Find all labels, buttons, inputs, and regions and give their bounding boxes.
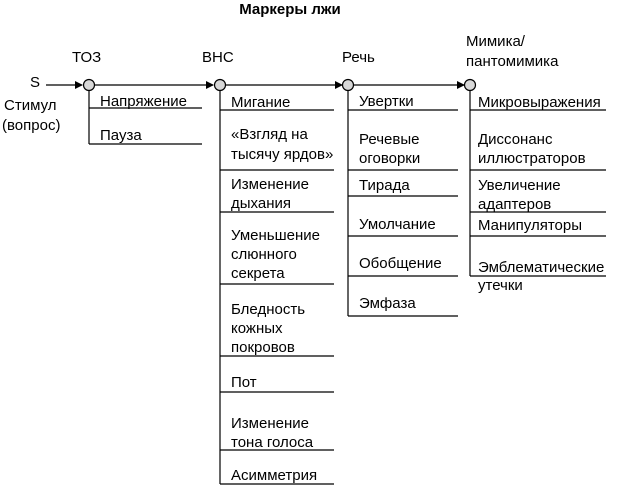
item-mimicry-illustrators-line1: Диссонанс xyxy=(478,131,553,148)
item-vns-breathing-line2: дыхания xyxy=(231,195,291,212)
item-vns-asymmetry: Асимметрия xyxy=(231,467,317,484)
stimulus-label-line1: Стимул xyxy=(4,97,57,114)
item-mimicry-adaptors-line1: Увеличение xyxy=(478,177,561,194)
item-vns-pallor-line3: покровов xyxy=(231,339,295,356)
item-vns-pallor-line2: кожных xyxy=(231,320,283,337)
column-header-mimicry-line1: Мимика/ xyxy=(466,33,526,50)
item-vns-saliva-line2: слюнного xyxy=(231,246,297,263)
column-header-mimicry-line2: пантомимика xyxy=(466,53,559,70)
item-vns-breathing-line1: Изменение xyxy=(231,176,309,193)
item-mimicry-illustrators-line2: иллюстраторов xyxy=(478,150,586,167)
item-vns-blinking: Мигание xyxy=(231,94,290,111)
item-speech-generalization: Обобщение xyxy=(359,255,442,272)
item-speech-slips-line1: Речевые xyxy=(359,131,419,148)
item-toz-tension: Напряжение xyxy=(100,93,187,110)
stimulus-symbol: S xyxy=(30,74,40,91)
item-speech-slips-line2: оговорки xyxy=(359,150,420,167)
node-speech xyxy=(341,78,355,92)
item-speech-evasions: Увертки xyxy=(359,93,414,110)
item-mimicry-microexpressions: Микровыражения xyxy=(478,94,601,111)
column-header-vns: ВНС xyxy=(202,49,234,66)
node-mimicry xyxy=(463,78,477,92)
stimulus-label-line2: (вопрос) xyxy=(2,117,60,134)
node-toz xyxy=(82,78,96,92)
item-vns-sweat: Пот xyxy=(231,374,257,391)
node-vns xyxy=(213,78,227,92)
item-vns-thousand-yard-stare-line2: тысячу ярдов» xyxy=(231,146,333,163)
column-header-speech: Речь xyxy=(342,49,375,66)
item-vns-thousand-yard-stare-line1: «Взгляд на xyxy=(231,126,308,143)
item-speech-emphasis: Эмфаза xyxy=(359,295,416,312)
item-speech-omission: Умолчание xyxy=(359,216,436,233)
item-mimicry-adaptors-line2: адаптеров xyxy=(478,196,551,213)
column-toz: ТОЗ Напряжение Пауза xyxy=(72,49,202,145)
column-header-toz: ТОЗ xyxy=(72,49,101,66)
item-speech-tirade: Тирада xyxy=(359,177,410,194)
item-vns-saliva-line1: Уменьшение xyxy=(231,227,320,244)
item-vns-saliva-line3: секрета xyxy=(231,265,285,282)
column-speech: Речь Увертки Речевые оговорки Тирада Умо… xyxy=(341,49,458,317)
diagram-title: Маркеры лжи xyxy=(239,1,341,18)
item-vns-voice-tone-line1: Изменение xyxy=(231,415,309,432)
item-mimicry-emblematic-leaks-line1: Эмблематические xyxy=(478,259,604,276)
item-mimicry-emblematic-leaks-line2: утечки xyxy=(478,277,523,294)
item-mimicry-manipulators: Манипуляторы xyxy=(478,217,582,234)
item-toz-pause: Пауза xyxy=(100,127,142,144)
column-mimicry: Мимика/ пантомимика Микровыражения Диссо… xyxy=(463,33,606,294)
item-vns-pallor-line1: Бледность xyxy=(231,301,305,318)
column-vns: ВНС Мигание «Взгляд на тысячу ярдов» Изм… xyxy=(202,49,334,485)
item-vns-voice-tone-line2: тона голоса xyxy=(231,434,314,451)
